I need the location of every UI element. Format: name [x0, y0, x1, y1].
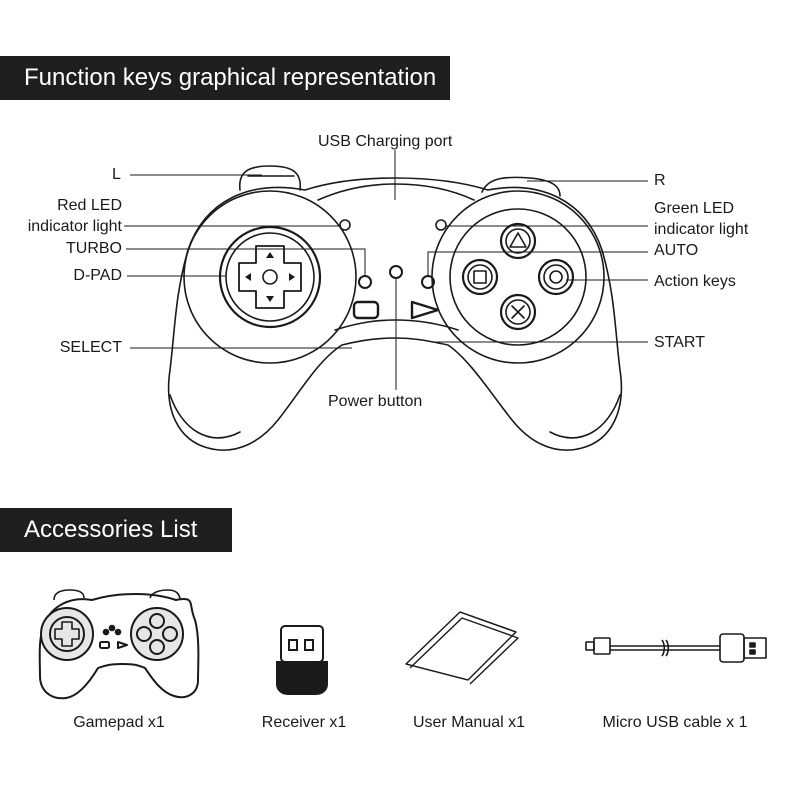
accessories-banner: Accessories List	[0, 508, 232, 552]
triangle-button	[499, 222, 537, 260]
gamepad-icon	[38, 589, 200, 700]
select-label: SELECT	[59, 339, 122, 356]
red-led	[339, 219, 351, 231]
dpad-cross	[238, 245, 302, 309]
usb-port-label: USB Charging port	[318, 133, 453, 150]
circle-button	[537, 258, 575, 296]
dpad-label: D-PAD	[73, 267, 122, 284]
dpad-housing	[183, 190, 357, 364]
function-keys-title: Function keys graphical representation	[24, 64, 437, 91]
start-button	[410, 300, 440, 320]
r-shoulder-button	[481, 176, 561, 197]
start-label: START	[654, 334, 705, 351]
usb-cable-icon	[585, 633, 767, 663]
manual-icon	[405, 611, 519, 685]
turbo-label: TURBO	[66, 240, 122, 257]
green-led-label-line1: Green LED	[654, 200, 735, 217]
accessories-title: Accessories List	[24, 516, 198, 543]
auto-label: AUTO	[654, 242, 699, 259]
accessory-label-cable: Micro USB cable x 1	[602, 714, 748, 731]
action-keys-label: Action keys	[654, 273, 736, 290]
function-keys-banner: Function keys graphical representation	[0, 56, 450, 100]
l-label: L	[112, 166, 121, 183]
green-led	[435, 219, 447, 231]
accessory-label-manual: User Manual x1	[412, 714, 526, 731]
accessory-label-gamepad: Gamepad x1	[73, 714, 165, 731]
gamepad-body	[167, 177, 623, 451]
usb-receiver-icon	[276, 625, 328, 695]
l-shoulder-button	[239, 165, 301, 191]
red-led-label-line1: Red LED	[57, 197, 122, 214]
cross-button	[499, 293, 537, 331]
power-button-label: Power button	[328, 393, 423, 410]
green-led-label-line2: indicator light	[654, 221, 749, 238]
r-label: R	[654, 172, 666, 189]
square-button	[461, 258, 499, 296]
select-button	[352, 300, 380, 320]
red-led-label-line2: indicator light	[27, 218, 122, 235]
accessory-label-receiver: Receiver x1	[261, 714, 347, 731]
